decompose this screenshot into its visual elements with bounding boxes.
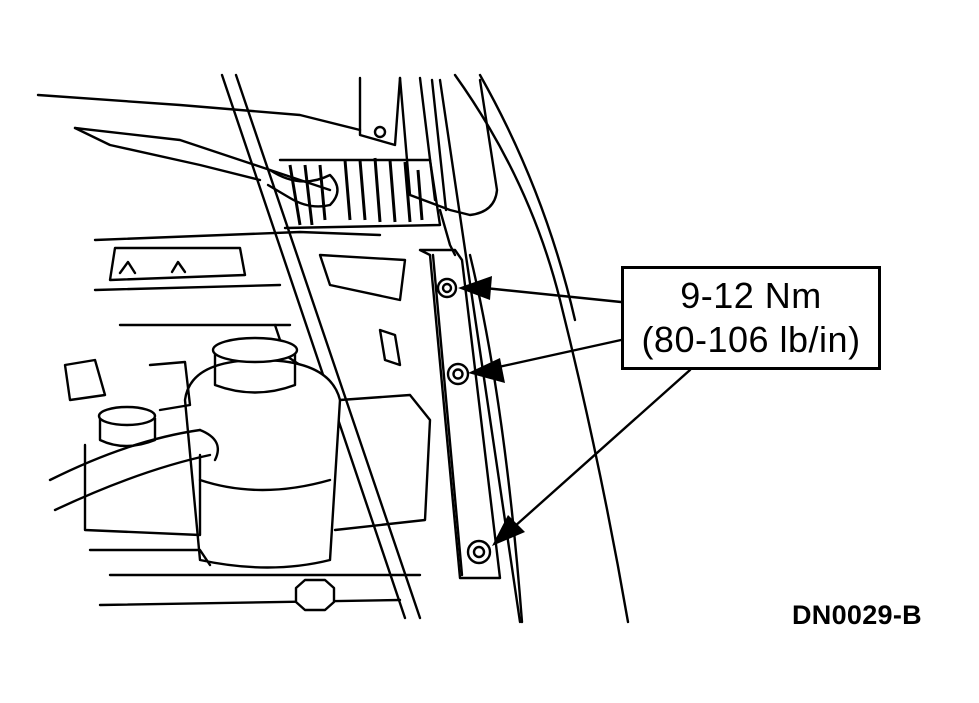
engine-intake — [93, 230, 407, 367]
engine-left-brackets — [63, 358, 422, 607]
torque-lbin-label: (80-106 lb/in) — [641, 319, 861, 360]
middle-bolt — [446, 362, 470, 386]
lower-bolt — [466, 539, 492, 565]
torque-callout: 9-12 Nm (80-106 lb/in) — [621, 266, 881, 370]
coolant-reservoir — [183, 336, 432, 569]
figure-id-label: DN0029-B — [792, 600, 922, 630]
coolant-hose — [48, 428, 220, 512]
fluid-reservoir-cap — [83, 405, 202, 537]
hood-hinge-bracket — [358, 76, 499, 257]
torque-nm-label: 9-12 Nm — [680, 275, 822, 316]
hood-prop-rod — [220, 73, 422, 620]
leader-lines — [458, 276, 692, 546]
oil-filler-cap — [294, 578, 336, 612]
fender-panel — [438, 73, 630, 624]
mounting-bracket — [418, 248, 502, 580]
cowl-area — [36, 93, 442, 230]
upper-bolt — [436, 277, 458, 299]
